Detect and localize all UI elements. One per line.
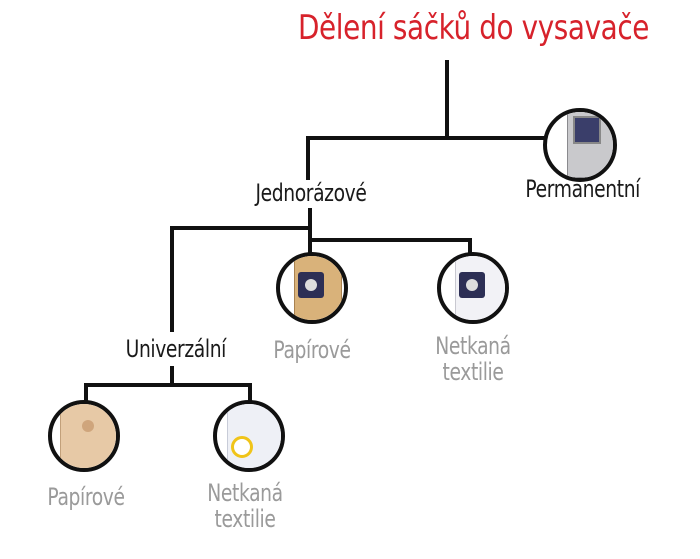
- node-nonwoven-2-line1: Netkaná: [207, 479, 283, 507]
- diagram-title: Dělení sáčků do vysavače: [298, 8, 650, 48]
- paper-bag-icon: [276, 252, 348, 324]
- node-universal: Univerzální: [125, 335, 227, 363]
- node-paper-2: Papírové: [47, 483, 125, 511]
- node-disposable: Jednorázové: [255, 179, 367, 207]
- node-nonwoven-1-line1: Netkaná: [435, 332, 511, 360]
- node-permanent: Permanentní: [525, 175, 640, 203]
- node-nonwoven-1: Netkaná textilie: [430, 333, 516, 385]
- universal-nonwoven-bag-icon: [213, 400, 285, 472]
- node-nonwoven-2-line2: textilie: [214, 505, 276, 533]
- node-nonwoven-2: Netkaná textilie: [202, 480, 288, 532]
- node-paper-1: Papírové: [273, 336, 351, 364]
- node-nonwoven-1-line2: textilie: [442, 358, 504, 386]
- permanent-bag-icon: [543, 108, 617, 182]
- nonwoven-bag-icon: [437, 252, 509, 324]
- universal-paper-bag-icon: [48, 400, 120, 472]
